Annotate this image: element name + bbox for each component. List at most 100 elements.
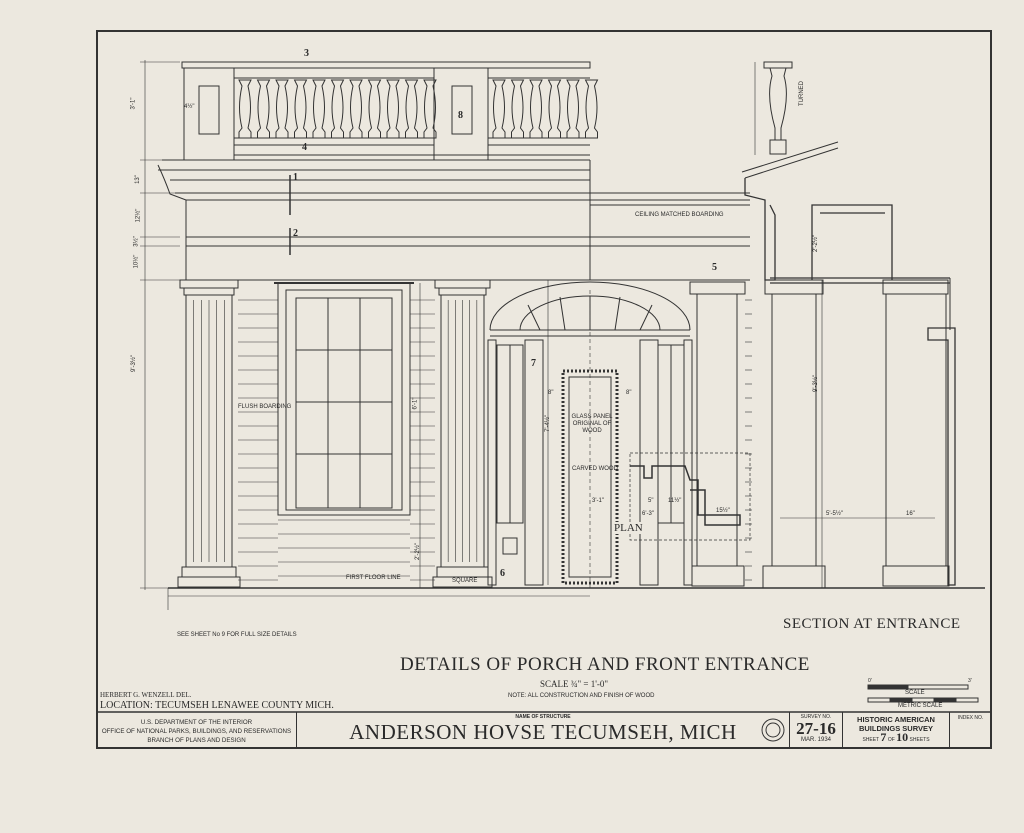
baluster [312, 79, 326, 139]
scale-left-tick: 0' [868, 678, 872, 684]
turned-baluster-detail [754, 61, 793, 155]
entrance-door [487, 281, 693, 590]
window [274, 282, 414, 516]
dim-architrave: 10½" [133, 254, 140, 269]
program-line-2: BUILDINGS SURVEY [858, 724, 934, 733]
agency-block: U.S. DEPARTMENT OF THE INTERIOR OFFICE O… [97, 712, 297, 748]
baluster [275, 79, 289, 139]
agency-line-2: OFFICE OF NATIONAL PARKS, BUILDINGS, AND… [101, 728, 292, 735]
sheets-word: SHEETS [909, 737, 930, 743]
name-label: NAME OF STRUCTURE [515, 714, 571, 720]
detail-key-4: 4 [302, 142, 307, 153]
dim-plan-a: 5" [648, 498, 654, 504]
sheet-border [96, 30, 992, 749]
agency-line-3: BRANCH OF PLANS AND DESIGN [147, 737, 246, 744]
dim-section-col: 16" [906, 511, 915, 517]
seal-icon [761, 718, 785, 742]
sheet-title: DETAILS OF PORCH AND FRONT ENTRANCE [400, 654, 810, 675]
baluster [330, 79, 345, 139]
sheet-total: 10 [896, 730, 909, 744]
plan-label: PLAN [614, 522, 643, 534]
dim-plan-b: 11½" [668, 498, 682, 504]
location: LOCATION: TECUMSEH LENAWEE COUNTY MICH. [100, 700, 334, 711]
columns [177, 279, 493, 588]
baluster [238, 79, 252, 139]
dim-frieze: 12½" [135, 208, 142, 223]
dim-section-depth: 5'-5½" [826, 511, 843, 517]
dim-cornice: 13" [134, 175, 141, 184]
dim-door-side-left: 8" [548, 390, 554, 396]
first-floor-line-note: FIRST FLOOR LINE [346, 575, 401, 581]
detail-key-6: 6 [500, 568, 505, 579]
program-block: HISTORIC AMERICAN BUILDINGS SURVEY SHEET… [843, 712, 950, 748]
sheet-word: SHEET [862, 737, 880, 743]
detail-key-1: 1 [293, 172, 298, 183]
survey-label: SURVEY NO. [800, 714, 832, 720]
baluster [529, 79, 543, 139]
baluster [404, 79, 419, 139]
baluster [566, 79, 580, 139]
dim-section-height: 9'-3½" [812, 375, 819, 392]
dim-plan-c: 6'-3" [642, 511, 654, 517]
sheet-number: 7 [880, 730, 887, 744]
baluster [510, 79, 525, 139]
section-label: SECTION AT ENTRANCE [783, 616, 961, 632]
balustrade [181, 61, 599, 161]
of-word: OF [887, 737, 895, 743]
baluster [492, 79, 506, 139]
graphic-scale [867, 684, 979, 703]
dim-door-width: 3'-1" [592, 498, 604, 504]
baluster [293, 79, 308, 139]
baluster [367, 79, 382, 139]
carved-wood-note: CARVED WOOD [572, 466, 618, 472]
square-note: SQUARE [452, 578, 478, 584]
plan-inset [629, 452, 751, 541]
fluted-column [177, 279, 241, 588]
entablature [157, 159, 750, 281]
detail-key-2: 2 [293, 228, 298, 239]
baluster [584, 79, 599, 139]
baluster [547, 79, 562, 139]
dim-section-top: 2'-2½" [812, 235, 819, 252]
metric-scale-label: METRIC SCALE [898, 703, 943, 709]
detail-key-8: 8 [458, 110, 463, 121]
glass-panel-note: GLASS PANEL ORIGINAL OF WOOD [571, 414, 613, 434]
survey-number: 27-16 [796, 719, 836, 738]
pilaster [689, 281, 746, 587]
survey-block: SURVEY NO. 27-16 MAR. 1934 [790, 712, 843, 748]
dim-door: 7'-4½" [544, 415, 551, 432]
survey-date: MAR. 1934 [800, 737, 831, 743]
dim-balustrade: 3'-1" [130, 97, 137, 110]
dimension-lines [140, 60, 985, 610]
detail-key-3: 3 [304, 48, 309, 59]
ceiling-note: CEILING MATCHED BOARDING [635, 212, 724, 218]
detail-key-5: 5 [712, 262, 717, 273]
structure-name: ANDERSON HOVSE TECUMSEH, MICH [349, 720, 737, 744]
detail-key-7: 7 [531, 358, 536, 369]
section-at-entrance [741, 141, 956, 589]
baluster [386, 79, 400, 139]
fluted-column [432, 279, 493, 588]
index-label: INDEX NO. [957, 715, 984, 721]
dim-base: 2'-2½" [414, 543, 421, 560]
dim-plan-d: 15½" [716, 508, 730, 514]
construction-note: NOTE: ALL CONSTRUCTION AND FINISH OF WOO… [508, 693, 655, 699]
delineator: HERBERT G. WENZELL DEL. [100, 691, 192, 699]
baluster [423, 79, 437, 139]
dim-band: 3½" [133, 236, 140, 247]
structure-name-block: NAME OF STRUCTURE ANDERSON HOVSE TECUMSE… [297, 712, 790, 748]
dim-door-side-right: 8" [626, 390, 632, 396]
flush-boarding-note: FLUSH BOARDING [238, 404, 292, 410]
wall-boarding [238, 299, 752, 581]
scale-right-tick: 3' [968, 678, 972, 684]
see-sheet-note: SEE SHEET No 9 FOR FULL SIZE DETAILS [177, 632, 297, 638]
scale-label: SCALE [905, 690, 925, 696]
index-block: INDEX NO. [950, 712, 991, 748]
dim-column: 9'-3½" [130, 355, 137, 372]
agency-line-1: U.S. DEPARTMENT OF THE INTERIOR [140, 719, 253, 726]
baluster [349, 79, 363, 139]
dim-panel-side: 4½" [184, 104, 195, 110]
baluster [256, 79, 271, 139]
program-line-1: HISTORIC AMERICAN [857, 715, 935, 724]
